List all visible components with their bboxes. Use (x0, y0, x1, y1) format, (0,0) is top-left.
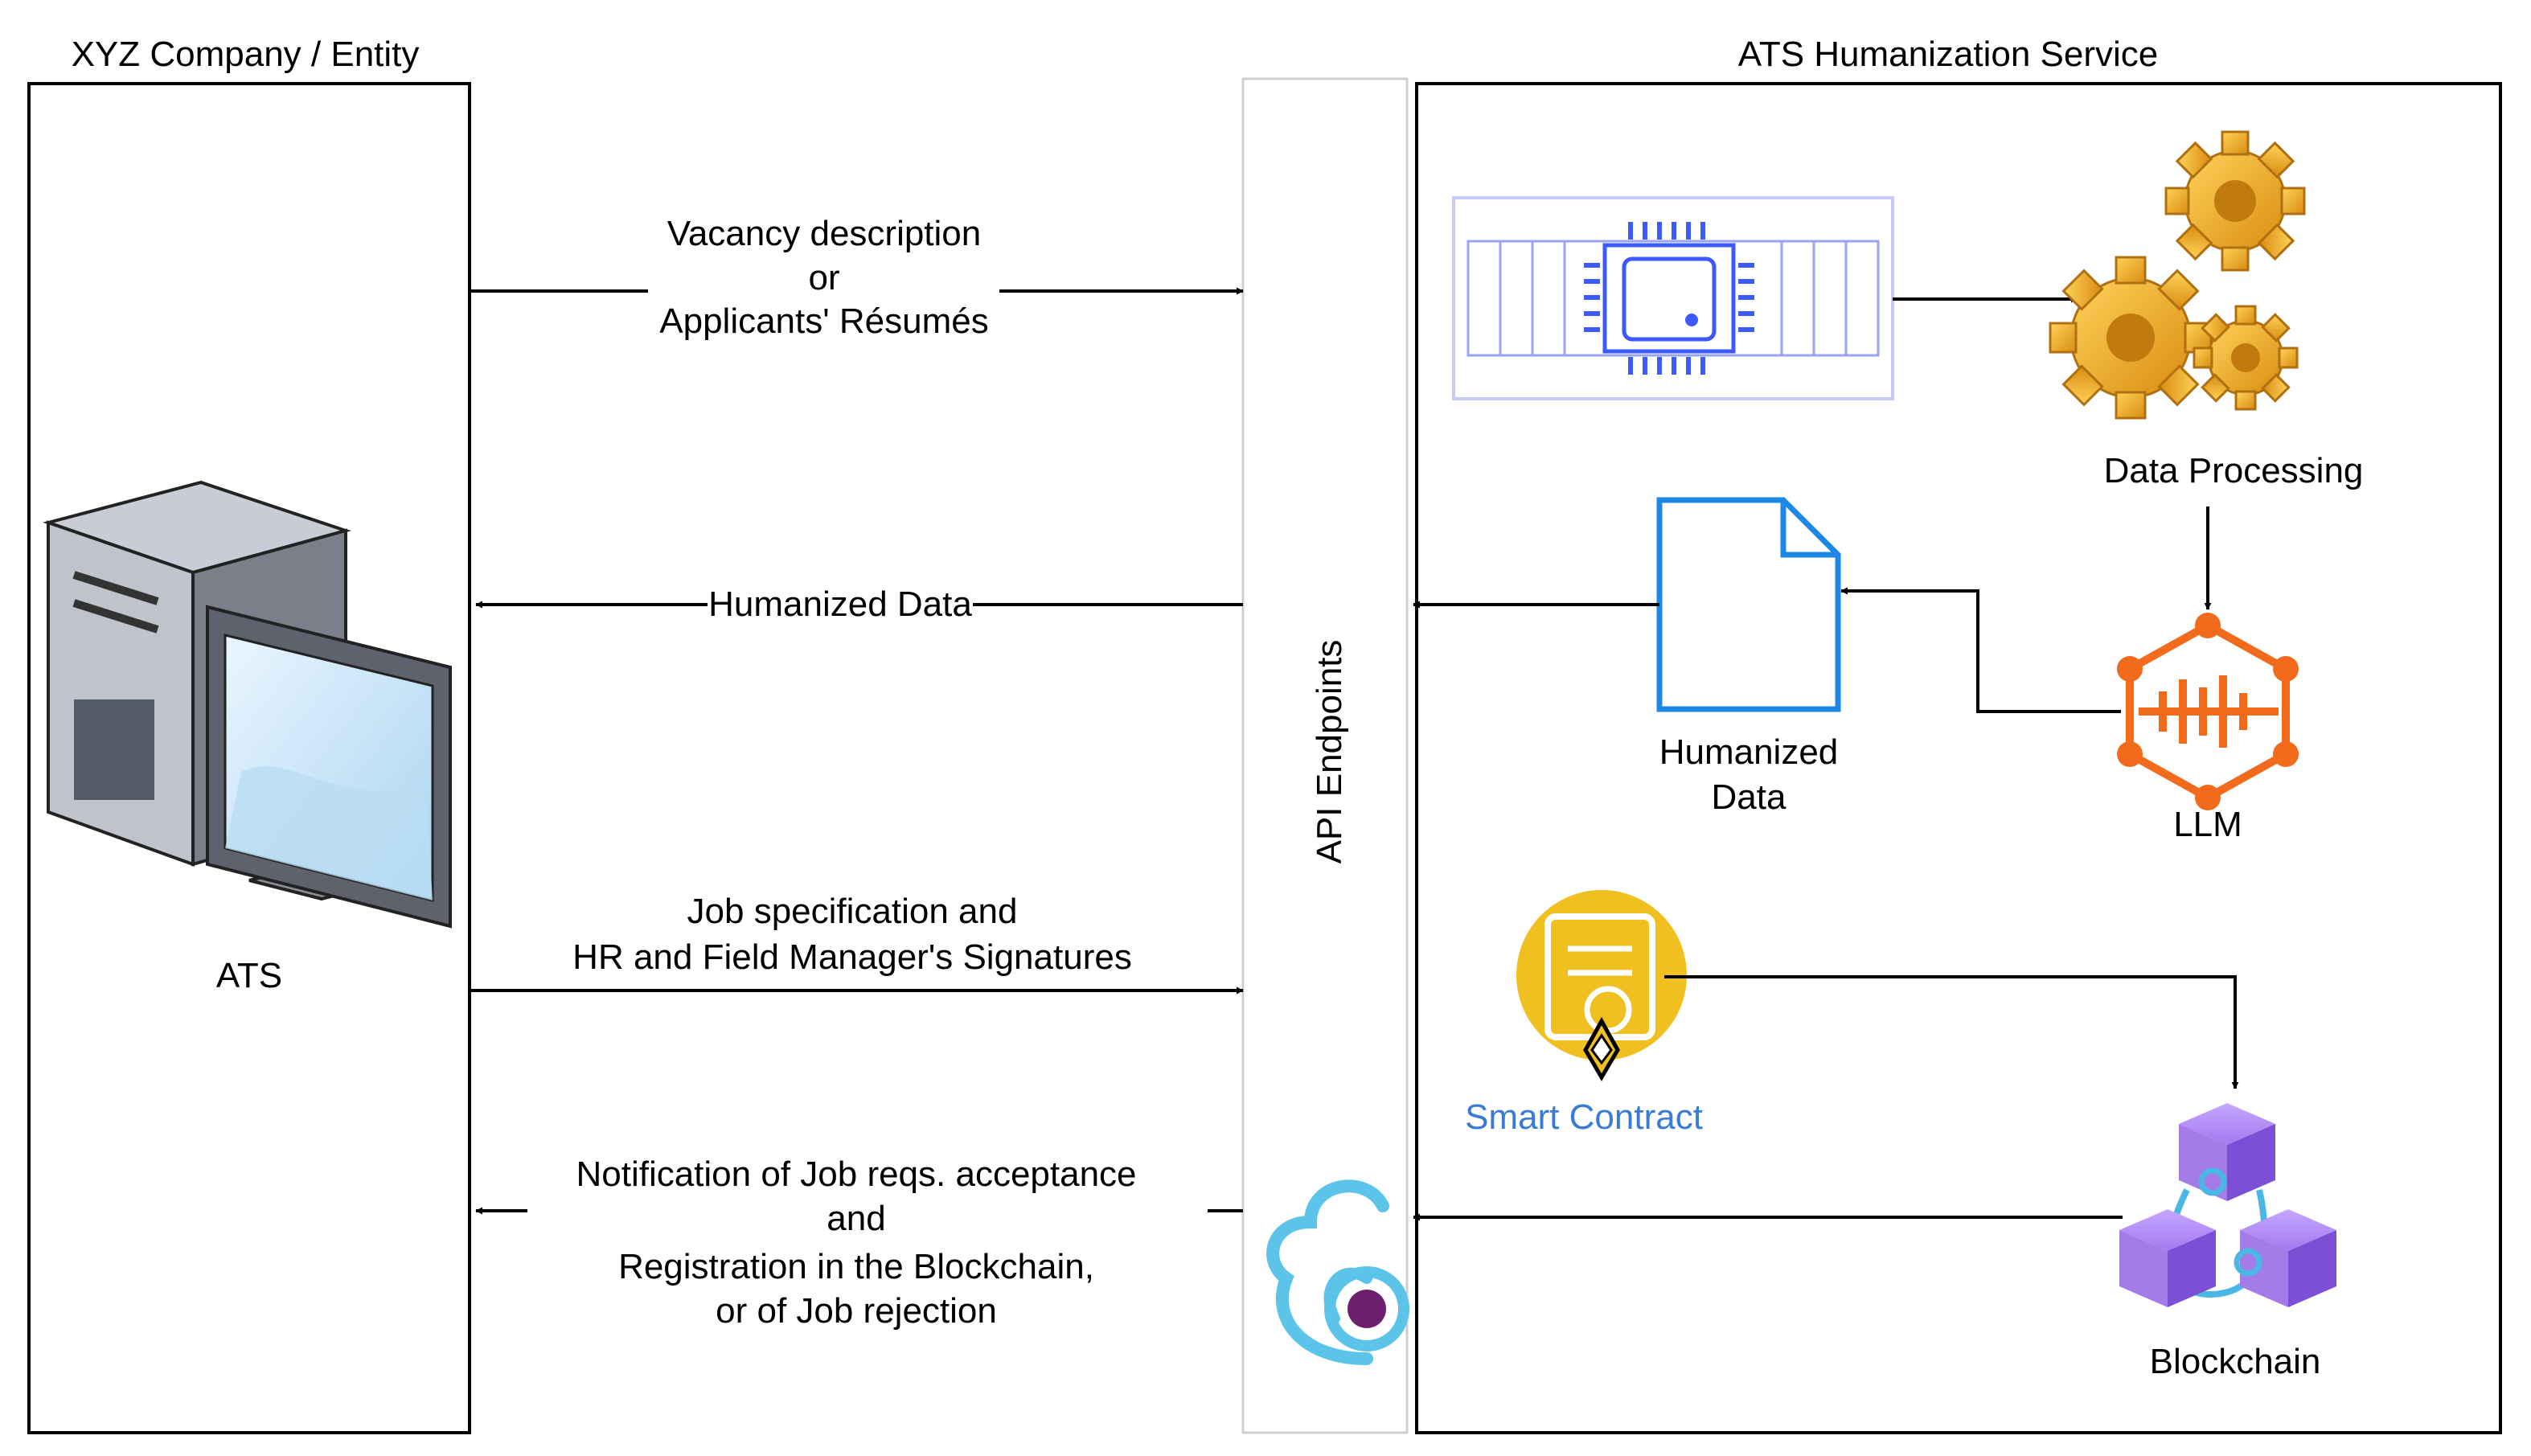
humanized-data-label-1: Humanized (1659, 732, 1839, 772)
server-monitor-icon (43, 480, 452, 929)
llm-icon (2117, 613, 2299, 810)
ats-label: ATS (216, 956, 282, 995)
document-icon (1656, 497, 1841, 712)
blockchain-icon (2119, 1103, 2336, 1307)
request-label-3: Applicants' Résumés (659, 301, 988, 341)
request-label-2: or (808, 258, 839, 297)
chip-icon (1452, 196, 1894, 400)
cloud-endpoint-icon (1266, 1179, 1409, 1365)
gears-icon (2049, 130, 2306, 420)
humanized-data-label-2: Data (1712, 777, 1786, 817)
llm-to-document-arrow (1840, 587, 2121, 713)
notification-label-1: Notification of Job reqs. acceptance (576, 1155, 1136, 1194)
contract-to-blockchain-arrow (1664, 975, 2239, 1089)
notification-label-2: and (827, 1199, 885, 1238)
job-spec-label-2: HR and Field Manager's Signatures (572, 937, 1132, 977)
job-spec-label-1: Job specification and (687, 892, 1018, 931)
smart-contract-label: Smart Contract (1465, 1097, 1703, 1137)
humanized-return-label: Humanized Data (708, 584, 972, 624)
notification-label-3: Registration in the Blockchain, (618, 1247, 1094, 1286)
smart-contract-icon (1516, 890, 1687, 1081)
request-label-1: Vacancy description (667, 214, 982, 253)
data-processing-label: Data Processing (2104, 451, 2364, 490)
service-box (1415, 82, 2502, 1434)
notification-label-4: or of Job rejection (716, 1291, 997, 1331)
api-endpoints-label: API Endpoints (1310, 640, 1349, 864)
company-box (27, 82, 471, 1434)
blockchain-label: Blockchain (2150, 1342, 2321, 1381)
right-group-title: ATS Humanization Service (1738, 35, 2159, 74)
llm-label: LLM (2173, 805, 2242, 844)
left-group-title: XYZ Company / Entity (72, 35, 420, 74)
